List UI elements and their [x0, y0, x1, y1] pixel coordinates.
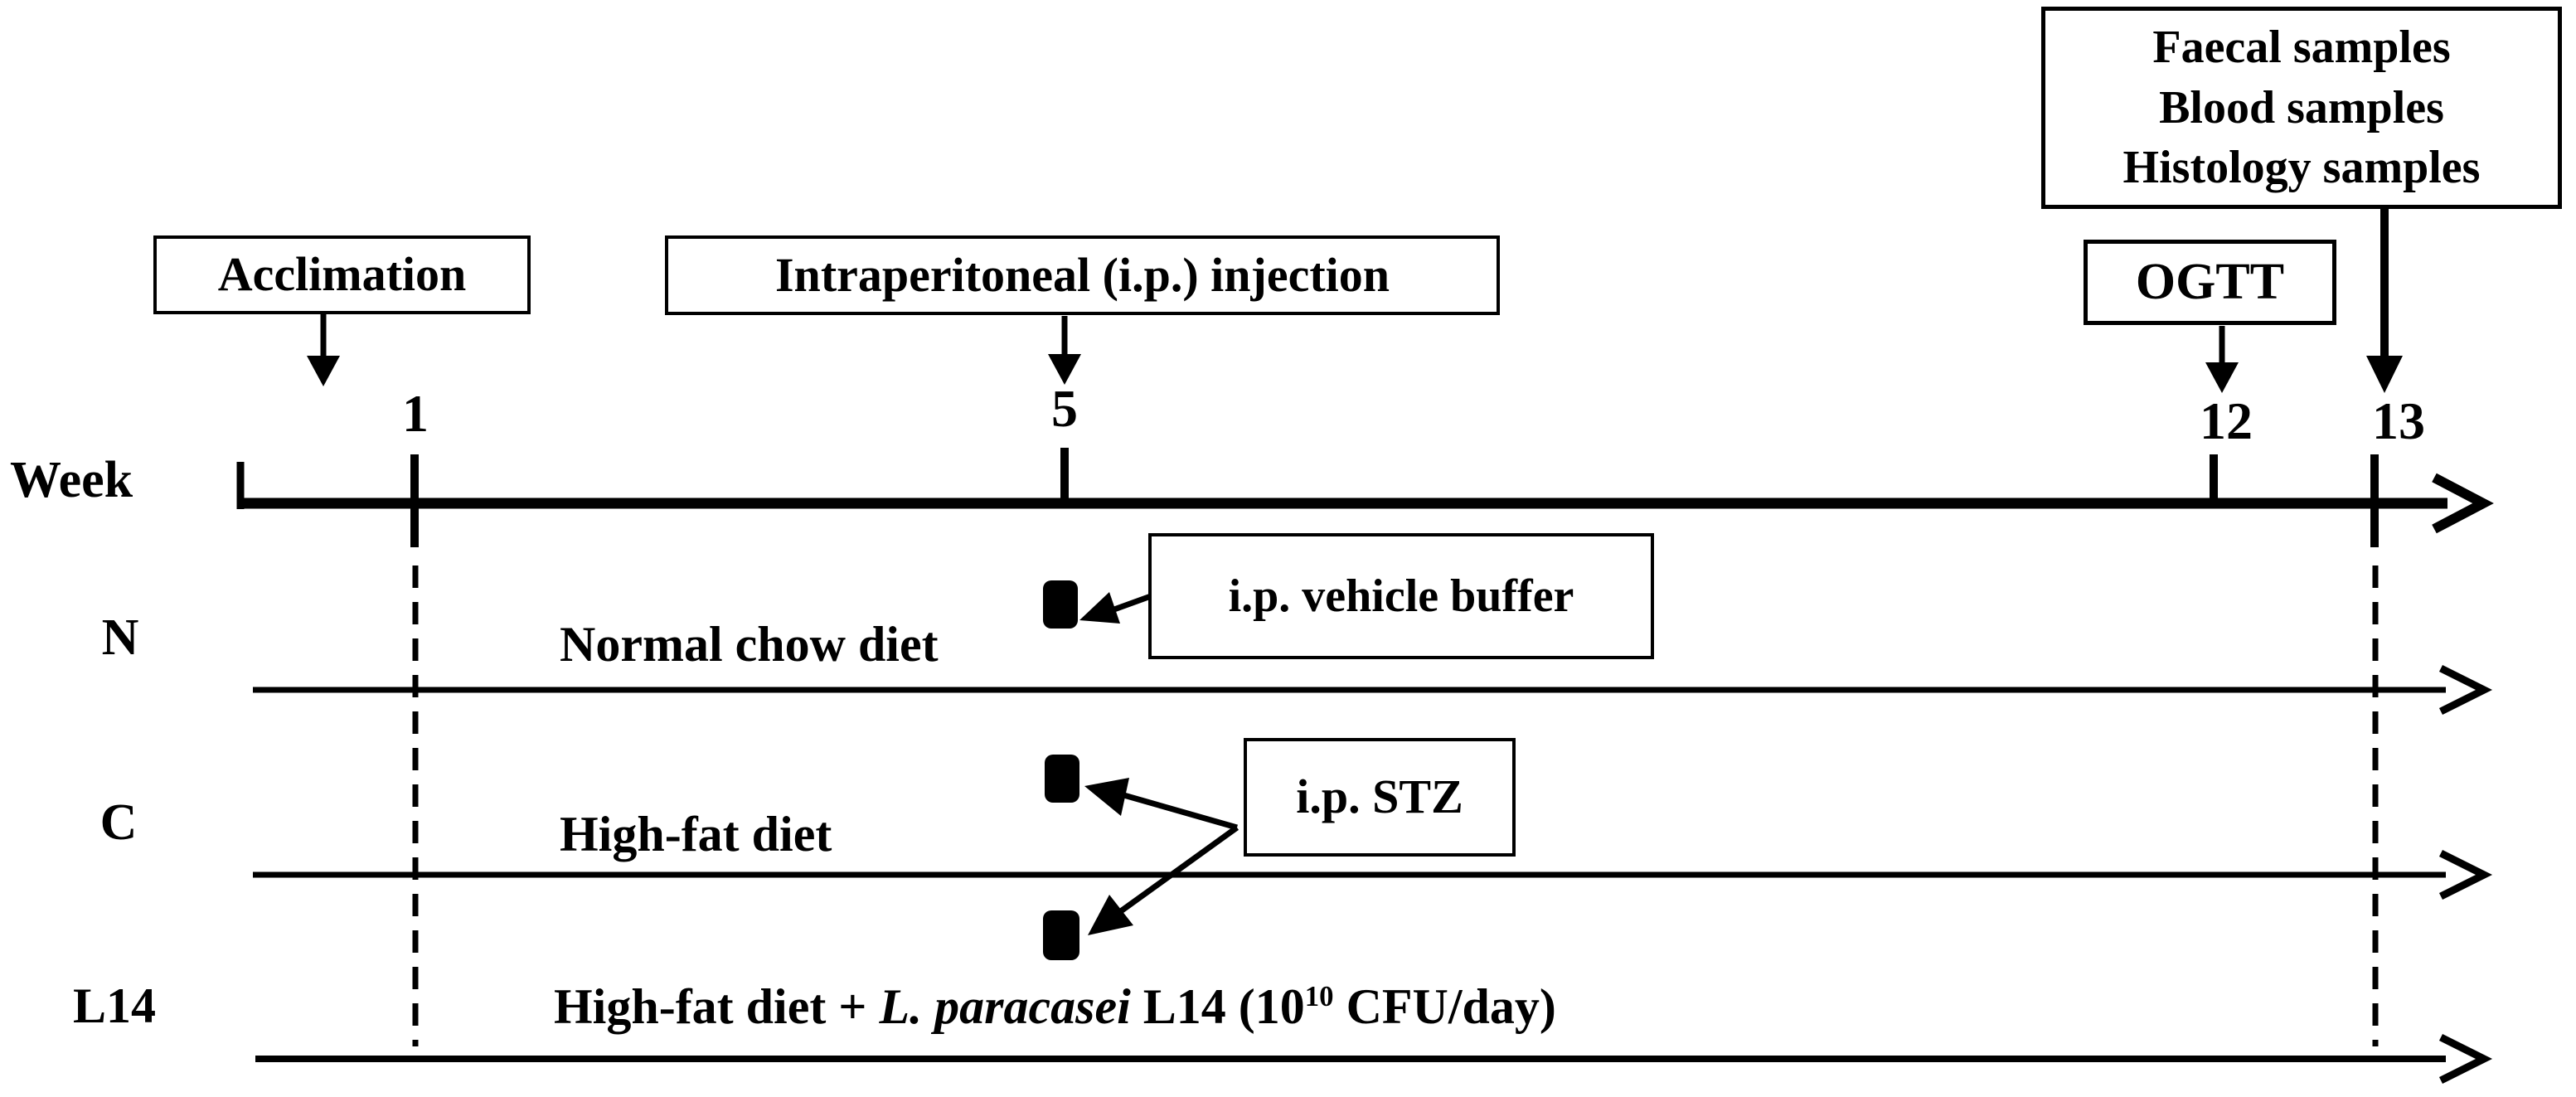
group-n-arrowhead-icon: [2438, 664, 2493, 716]
diet-l14-suffix: CFU/day): [1333, 979, 1556, 1034]
diet-c: High-fat diet: [560, 807, 832, 862]
injection-marker-l14: [1043, 910, 1079, 960]
tick-label-13: 13: [2372, 391, 2425, 450]
diet-l14-mid: L14 (10: [1130, 979, 1305, 1034]
vehicle-arrowhead-icon: [1079, 592, 1120, 624]
stz-arrow-lower-shaft: [1110, 825, 1239, 920]
tick-label-12: 12: [2200, 391, 2253, 450]
vehicle-buffer-box: i.p. vehicle buffer: [1148, 533, 1654, 659]
tick-label-5: 5: [1051, 379, 1078, 438]
group-l14-arrowhead-icon: [2438, 1033, 2493, 1085]
group-c-arrowhead-icon: [2438, 849, 2493, 900]
diet-l14: High-fat diet + L. paracasei L14 (1010 C…: [554, 982, 1556, 1031]
diet-l14-exponent: 10: [1304, 980, 1334, 1012]
samples-box: Faecal samples Blood samples Histology s…: [2041, 7, 2562, 209]
tick-label-1: 1: [402, 384, 429, 443]
group-label-n: N: [101, 609, 139, 666]
acclimation-arrowhead-icon: [307, 356, 340, 386]
injection-marker-c: [1045, 755, 1079, 803]
stz-label: i.p. STZ: [1296, 769, 1463, 824]
group-label-c: C: [99, 794, 138, 851]
week-axis-label: Week: [10, 452, 133, 508]
acclimation-label: Acclimation: [217, 247, 467, 302]
ip-injection-label: Intraperitoneal (i.p.) injection: [774, 247, 1390, 302]
stz-box: i.p. STZ: [1244, 738, 1516, 857]
stz-arrowhead-lower-icon: [1088, 895, 1133, 935]
ogtt-box: OGTT: [2084, 240, 2336, 325]
week-axis-arrowhead-icon: [2432, 473, 2494, 534]
diet-l14-prefix: High-fat diet +: [554, 979, 880, 1034]
diet-n: Normal chow diet: [560, 617, 939, 672]
vehicle-buffer-label: i.p. vehicle buffer: [1228, 570, 1574, 622]
diet-l14-species: L. paracasei: [879, 979, 1131, 1034]
samples-arrowhead-icon: [2366, 356, 2403, 393]
samples-line-blood: Blood samples: [2159, 81, 2444, 133]
ogtt-label: OGTT: [2135, 253, 2285, 310]
samples-line-faecal: Faecal samples: [2152, 21, 2451, 73]
samples-line-histology: Histology samples: [2122, 142, 2481, 194]
acclimation-box: Acclimation: [153, 235, 531, 314]
stz-arrow-upper-shaft: [1114, 789, 1238, 831]
injection-marker-n: [1043, 580, 1078, 629]
group-label-l14: L14: [72, 978, 157, 1033]
stz-arrowhead-upper-icon: [1084, 778, 1129, 816]
ip-injection-box: Intraperitoneal (i.p.) injection: [665, 235, 1500, 315]
ogtt-arrowhead-icon: [2205, 362, 2239, 393]
injection-arrowhead-icon: [1048, 354, 1081, 385]
